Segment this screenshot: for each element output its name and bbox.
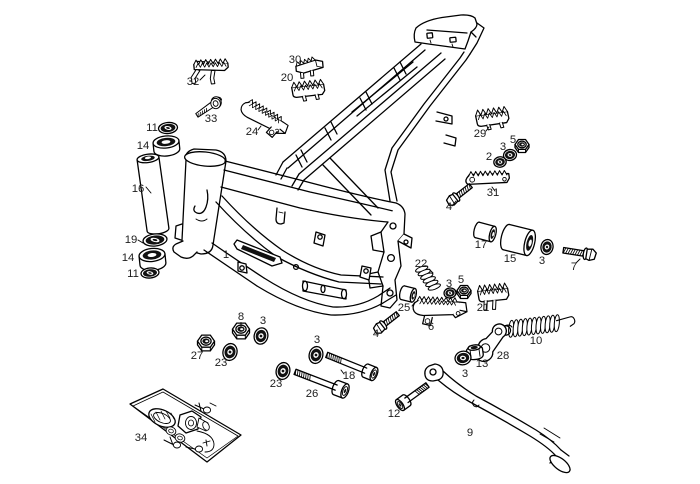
svg-text:12: 12 [388,408,401,420]
svg-text:3: 3 [446,278,452,290]
svg-text:24: 24 [246,126,259,138]
svg-text:28: 28 [497,350,510,362]
svg-text:22: 22 [415,258,428,270]
svg-text:7: 7 [571,261,577,273]
svg-text:3: 3 [462,368,468,380]
svg-text:5: 5 [458,274,464,286]
svg-text:34: 34 [135,432,148,444]
svg-text:14: 14 [137,140,150,152]
svg-text:2: 2 [486,151,492,163]
svg-text:3: 3 [314,334,320,346]
svg-text:23: 23 [215,357,228,369]
svg-text:14: 14 [122,252,135,264]
svg-text:5: 5 [510,134,516,146]
svg-text:11: 11 [127,268,139,280]
svg-text:19: 19 [125,234,138,246]
svg-text:4: 4 [373,328,379,340]
svg-text:29: 29 [474,128,487,140]
svg-text:10: 10 [530,335,543,347]
svg-text:31: 31 [487,187,500,199]
svg-text:15: 15 [504,253,517,265]
svg-text:23: 23 [270,378,283,390]
svg-text:3: 3 [539,255,545,267]
svg-text:1: 1 [223,249,229,261]
svg-text:26: 26 [306,388,319,400]
svg-text:17: 17 [475,239,488,251]
svg-text:8: 8 [238,311,244,323]
svg-text:32: 32 [187,76,200,88]
svg-text:9: 9 [467,427,473,439]
svg-text:4: 4 [446,201,452,213]
svg-text:21: 21 [477,302,490,314]
svg-text:33: 33 [205,113,218,125]
svg-text:13: 13 [476,358,489,370]
svg-text:27: 27 [191,350,204,362]
svg-text:20: 20 [281,72,294,84]
svg-text:30: 30 [289,54,302,66]
svg-text:16: 16 [132,183,145,195]
svg-text:3: 3 [500,141,506,153]
svg-text:11: 11 [146,122,158,134]
svg-text:25: 25 [398,302,411,314]
svg-text:6: 6 [428,321,434,333]
svg-text:3: 3 [260,315,266,327]
svg-text:18: 18 [343,370,356,382]
